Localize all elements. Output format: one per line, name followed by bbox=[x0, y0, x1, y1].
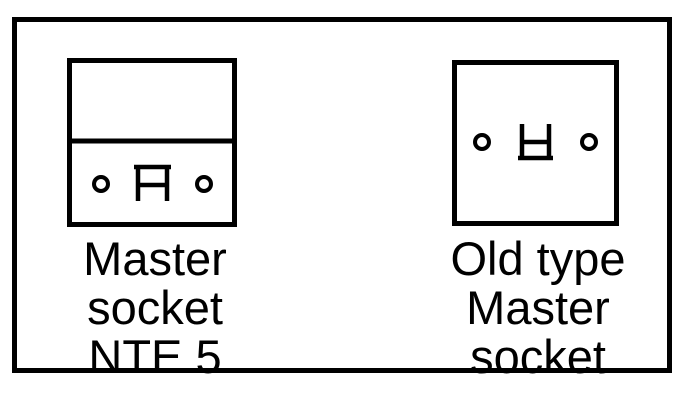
label-line: Master bbox=[466, 281, 610, 334]
label-line: Master bbox=[83, 232, 227, 285]
diagram-frame bbox=[12, 17, 672, 373]
nte5-screw-right bbox=[195, 175, 213, 193]
old-screw-left bbox=[473, 133, 491, 151]
old-jack-icon bbox=[518, 124, 553, 161]
old-master-socket-icon bbox=[452, 60, 619, 226]
nte5-master-socket-icon bbox=[67, 58, 237, 227]
old-faceplate bbox=[452, 60, 619, 226]
nte5-screw-left bbox=[92, 175, 110, 193]
label-line: socket bbox=[87, 281, 223, 334]
old-screw-right bbox=[580, 133, 598, 151]
old-socket-label: Old type Master socket bbox=[418, 234, 658, 381]
label-line: NTE 5 bbox=[88, 330, 222, 383]
label-line: socket bbox=[470, 330, 606, 383]
nte5-jack-icon bbox=[134, 164, 171, 201]
label-line: Old type bbox=[450, 232, 626, 285]
nte5-socket-label: Master socket NTE 5 bbox=[50, 234, 260, 381]
